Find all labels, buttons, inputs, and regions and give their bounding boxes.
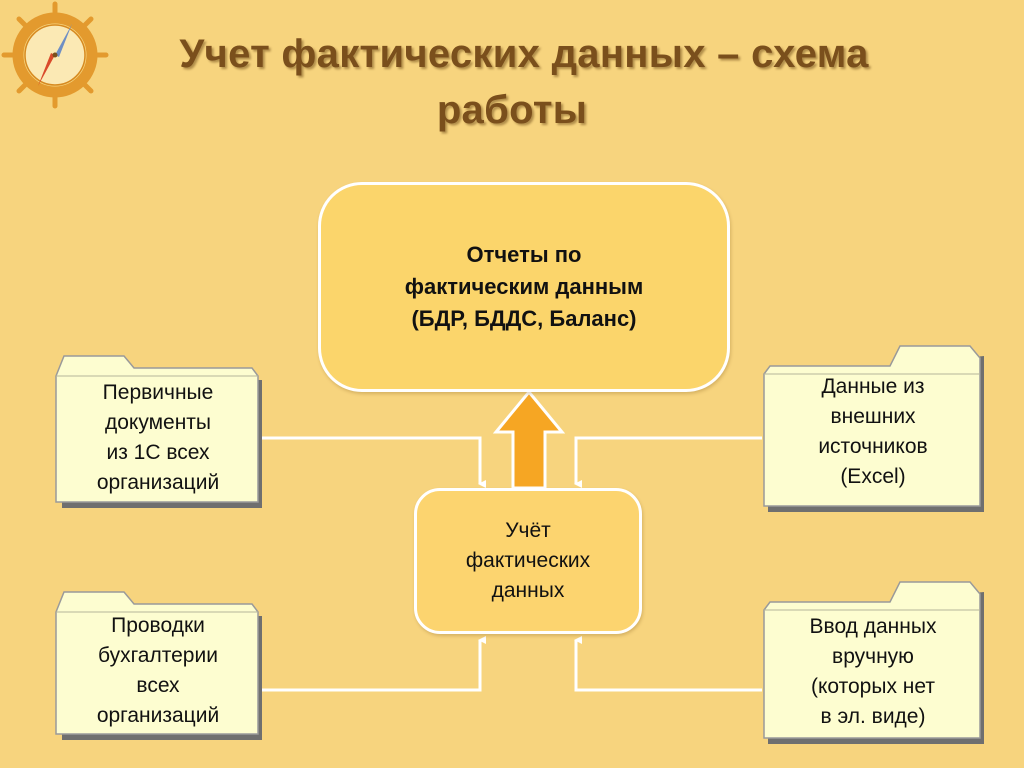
external-line-2: внешних	[830, 405, 916, 428]
manual-line-4: в эл. виде)	[820, 705, 926, 728]
folder-shape-icon	[55, 355, 262, 508]
connector-primary-to-center	[262, 436, 486, 488]
primary-line-2: документы	[104, 411, 212, 434]
folder-shape-icon	[763, 345, 984, 512]
postings-line-1: Проводки	[111, 614, 205, 637]
reports-line-1: Отчеты по	[466, 242, 582, 267]
external-sources-folder: Данные из внешних источников (Excel)	[762, 340, 984, 512]
reports-line-3: (БДР, БДДС, Баланс)	[411, 306, 637, 331]
block-arrow-up	[492, 389, 566, 490]
accounting-postings-folder: Проводки бухгалтерии всех организаций	[54, 588, 262, 740]
center-line-3: данных	[491, 579, 565, 602]
manual-line-1: Ввод данных	[809, 615, 937, 638]
page-title-continuation: работы	[436, 88, 588, 132]
primary-line-1: Первичные	[102, 381, 214, 404]
primary-documents-folder: Первичные документы из 1С всех организац…	[54, 352, 262, 508]
external-line-1: Данные из	[821, 375, 925, 398]
compass-wheel-logo-icon	[1, 1, 109, 109]
manual-input-folder: Ввод данных вручную (которых нет в эл. в…	[762, 576, 984, 744]
connector-manual-to-center	[574, 636, 762, 692]
external-line-4: (Excel)	[840, 465, 906, 488]
actual-data-accounting-box: Учёт фактических данных	[414, 488, 642, 634]
postings-line-2: бухгалтерии	[98, 644, 218, 667]
folder-shape-icon	[763, 581, 984, 744]
manual-line-3: (которых нет	[810, 675, 935, 698]
manual-line-2: вручную	[832, 645, 914, 668]
connector-postings-to-center	[262, 636, 486, 692]
center-line-1: Учёт	[505, 519, 551, 542]
page-title: Учет фактических данных – схема	[179, 32, 869, 76]
reports-line-2: фактическим данным	[404, 274, 644, 299]
reports-box: Отчеты по фактическим данным (БДР, БДДС,…	[318, 182, 730, 392]
postings-line-4: организаций	[96, 704, 220, 727]
folder-shape-icon	[55, 591, 262, 740]
external-line-3: источников	[818, 435, 928, 458]
postings-line-3: всех	[136, 674, 180, 697]
center-line-2: фактических	[465, 549, 591, 572]
primary-line-4: организаций	[96, 471, 220, 494]
connector-external-to-center	[574, 436, 762, 488]
primary-line-3: из 1С всех	[106, 441, 210, 464]
